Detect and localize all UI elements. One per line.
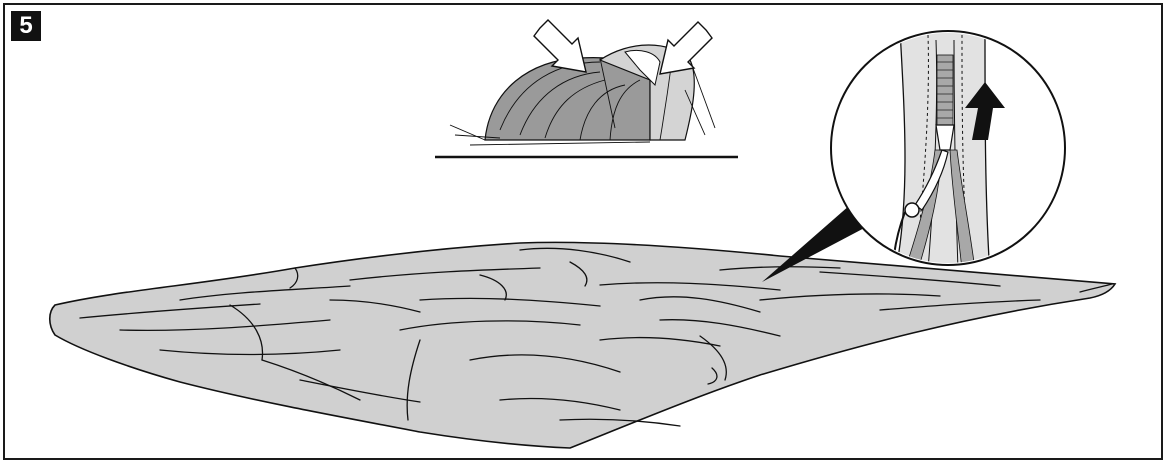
flattened-tent-fabric bbox=[50, 242, 1115, 448]
arrow-down-right-icon bbox=[534, 20, 586, 72]
arrow-down-left-icon bbox=[660, 22, 712, 74]
tent-overview bbox=[435, 20, 738, 157]
zipper-closeup bbox=[831, 30, 1065, 275]
